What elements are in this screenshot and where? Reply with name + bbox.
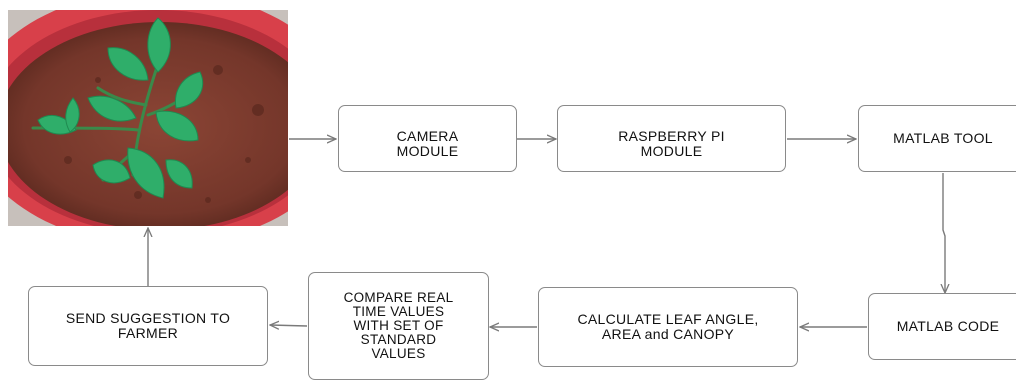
raspberry-pi-box: RASPBERRY PI MODULE — [557, 105, 786, 172]
raspberry-pi-label: RASPBERRY PI MODULE — [618, 128, 725, 159]
plant-pot-photo-icon — [8, 10, 288, 226]
calculate-label: CALCULATE LEAF ANGLE, AREA and CANOPY — [577, 311, 759, 342]
send-suggestion-box: SEND SUGGESTION TO FARMER — [28, 286, 268, 366]
camera-module-label: CAMERA MODULE — [396, 128, 459, 159]
compare-label: COMPARE REAL TIME VALUES WITH SET OF STA… — [343, 290, 454, 361]
arrow-compare-to-send — [270, 325, 308, 326]
matlab-tool-box: MATLAB TOOL — [858, 105, 1016, 172]
send-suggestion-label: SEND SUGGESTION TO FARMER — [65, 310, 231, 341]
matlab-code-box: MATLAB CODE — [868, 293, 1016, 360]
plant-pot-photo — [8, 10, 288, 226]
matlab-code-label: MATLAB CODE — [896, 318, 1000, 334]
camera-module-box: CAMERA MODULE — [338, 105, 517, 172]
matlab-tool-label: MATLAB TOOL — [893, 130, 993, 146]
calculate-box: CALCULATE LEAF ANGLE, AREA and CANOPY — [538, 287, 798, 367]
compare-box: COMPARE REAL TIME VALUES WITH SET OF STA… — [308, 272, 489, 380]
arrow-matlab-tool-to-code — [943, 173, 945, 293]
